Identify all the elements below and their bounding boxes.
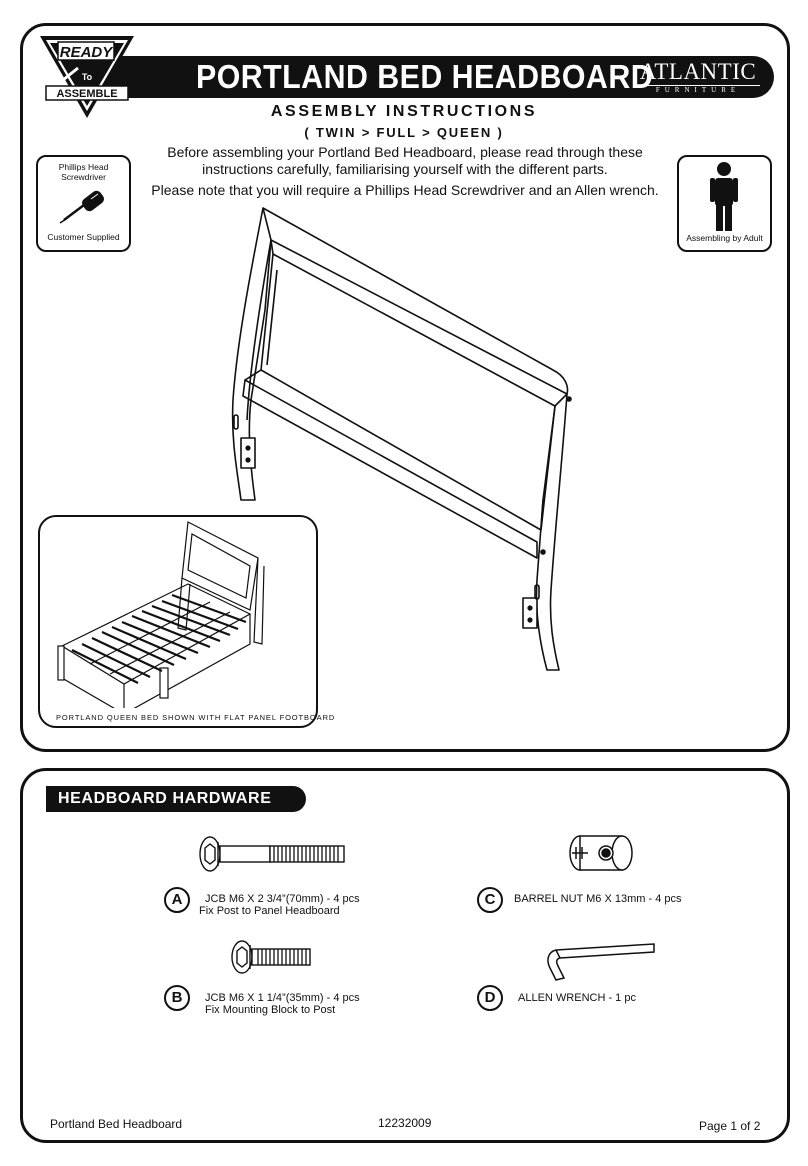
screwdriver-label-1: Phillips Head — [58, 162, 109, 172]
top-panel — [20, 23, 790, 752]
badge-c: C — [477, 887, 503, 913]
assembly-instructions-heading: ASSEMBLY INSTRUCTIONS — [270, 103, 538, 120]
hardware-c-desc: BARREL NUT M6 X 13mm - 4 pcs — [514, 893, 682, 905]
customer-supplied-note: Customer Supplied — [47, 232, 120, 242]
intro-line-3: Please note that you will require a Phil… — [151, 182, 659, 198]
screwdriver-box: Phillips Head Screwdriver Customer Suppl… — [36, 155, 131, 252]
badge-a: A — [164, 887, 190, 913]
hardware-d-desc: ALLEN WRENCH - 1 pc — [518, 992, 636, 1004]
hardware-a-desc: JCB M6 X 2 3/4”(70mm) - 4 pcs — [205, 893, 360, 905]
logo-assemble-text: ASSEMBLE — [56, 88, 117, 100]
adult-box: Assembling by Adult — [677, 155, 772, 252]
queen-bed-drawing — [57, 521, 265, 708]
footer-page: Page 1 of 2 — [699, 1119, 761, 1133]
intro-line-2: instructions carefully, familiarising yo… — [202, 161, 608, 177]
bed-sizes: ( TWIN > FULL > QUEEN ) — [304, 125, 504, 140]
bolt-a-icon — [199, 836, 345, 872]
logo-to-text: To — [82, 72, 93, 82]
hardware-panel — [20, 768, 790, 1143]
allen-wrench-icon — [547, 943, 655, 981]
adult-label: Assembling by Adult — [686, 233, 763, 243]
screwdriver-label-2: Screwdriver — [61, 172, 106, 182]
footer-title: Portland Bed Headboard — [50, 1117, 183, 1131]
ready-to-assemble-logo: READY ASSEMBLE To — [40, 36, 134, 118]
page-title: PORTLAND BED HEADBOARD — [196, 58, 654, 95]
badge-b: B — [164, 985, 190, 1011]
brand-logo: ATLANTIC FURNITURE — [636, 60, 760, 95]
screwdriver-icon — [59, 190, 104, 224]
badge-d: D — [477, 985, 503, 1011]
logo-ready-text: READY — [60, 44, 115, 61]
headboard-drawing — [231, 207, 572, 671]
title-bar — [74, 56, 774, 98]
barrel-nut-icon — [569, 835, 633, 871]
hardware-a-use: Fix Post to Panel Headboard — [199, 905, 340, 917]
intro-line-1: Before assembling your Portland Bed Head… — [167, 144, 643, 160]
adult-person-icon — [710, 162, 738, 231]
hardware-heading: HEADBOARD HARDWARE — [46, 786, 306, 812]
footer-code: 12232009 — [378, 1116, 432, 1130]
bolt-b-icon — [231, 940, 311, 974]
inset-caption: PORTLAND QUEEN BED SHOWN WITH FLAT PANEL… — [56, 713, 336, 722]
brand-name: ATLANTIC — [639, 59, 757, 84]
hardware-b-desc: JCB M6 X 1 1/4”(35mm) - 4 pcs — [205, 992, 360, 1004]
hardware-b-use: Fix Mounting Block to Post — [205, 1004, 336, 1016]
brand-subtitle: FURNITURE — [636, 85, 760, 95]
